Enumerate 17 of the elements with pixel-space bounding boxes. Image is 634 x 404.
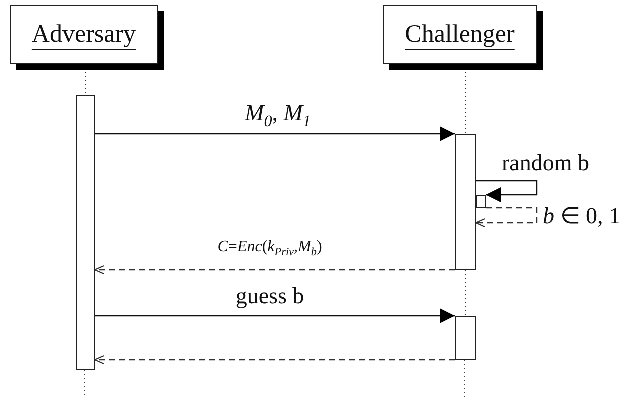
message-label: guess b [236,284,304,308]
activation-bar [476,195,486,208]
return-message-arrow [475,207,538,228]
message-label: random b [502,152,590,174]
participant-name: Adversary [32,20,136,48]
return-message-arrow [94,265,455,275]
message-label: C=Enc(k$_{Priv}$,M$_{b}$) [218,239,322,259]
participant-name: Challenger [405,20,515,48]
activation-bar [76,95,95,370]
activation-bar [455,316,476,360]
activation-bar [455,134,476,270]
message-arrow [95,126,455,142]
message-arrow [476,180,538,202]
message-label: M$_{0}$, M$_{1}$ [245,102,311,130]
message-label: b ∈ 0, 1 [543,204,620,228]
return-message-arrow [94,355,455,365]
message-arrow [95,308,455,324]
